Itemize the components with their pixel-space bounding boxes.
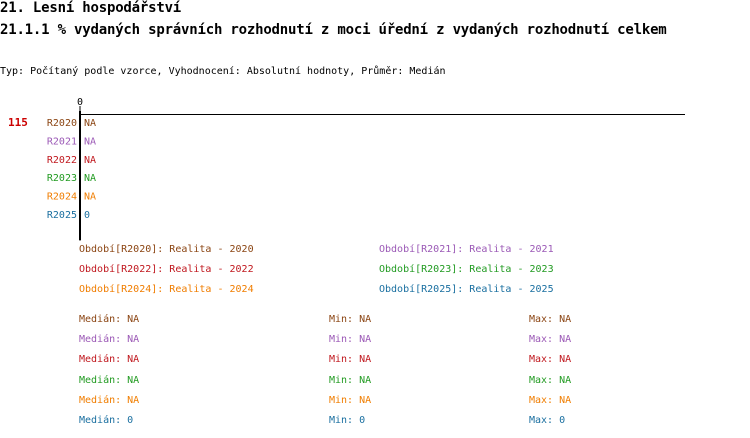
stat-median: Medián: NA <box>79 314 140 325</box>
legend-item: Období[R2020]: Realita - 2020 <box>79 244 254 255</box>
stat-min: Min: NA <box>329 354 372 366</box>
stat-max: Max: NA <box>529 354 572 366</box>
legend-item: Období[R2022]: Realita - 2022 <box>79 264 254 275</box>
type-description: Typ: Počítaný podle vzorce, Vyhodnocení:… <box>0 66 446 77</box>
data-label: NA <box>84 155 96 166</box>
data-label: NA <box>84 173 96 184</box>
x-tick-label: 0 <box>77 97 83 108</box>
category-label: R2025 <box>47 210 77 221</box>
stat-min: Min: NA <box>329 334 372 346</box>
indicator-title: 21.1.1 % vydaných správních rozhodnutí z… <box>0 22 667 38</box>
stat-max: Max: NA <box>529 314 572 325</box>
stat-min: Min: NA <box>329 374 372 386</box>
legend-item: Období[R2025]: Realita - 2025 <box>379 284 554 295</box>
stat-min: Min: NA <box>329 394 372 406</box>
legend-item: Období[R2024]: Realita - 2024 <box>79 284 254 295</box>
stat-max: Max: 0 <box>529 415 566 426</box>
data-label: 0 <box>84 210 90 221</box>
category-label: R2020 <box>47 118 77 129</box>
legend-item: Období[R2023]: Realita - 2023 <box>379 264 554 275</box>
stat-max: Max: NA <box>529 374 572 386</box>
stat-median: Medián: NA <box>79 334 140 346</box>
category-label: R2021 <box>47 136 77 147</box>
stat-max: Max: NA <box>529 394 572 406</box>
data-label: NA <box>84 192 96 203</box>
stat-median: Medián: NA <box>79 374 140 386</box>
category-label: R2024 <box>47 192 77 203</box>
stat-min: Min: NA <box>329 314 372 325</box>
stat-min: Min: 0 <box>329 415 366 426</box>
row-id-label: 115 <box>8 116 28 129</box>
legend-item: Období[R2021]: Realita - 2021 <box>379 244 554 255</box>
stat-max: Max: NA <box>529 334 572 346</box>
category-label: R2022 <box>47 155 77 166</box>
data-label: NA <box>84 136 96 147</box>
stat-median: Medián: NA <box>79 394 140 406</box>
category-label: R2023 <box>47 173 77 184</box>
stat-median: Medián: NA <box>79 354 140 366</box>
data-label: NA <box>84 118 96 129</box>
section-title: 21. Lesní hospodářství <box>0 0 182 16</box>
stat-median: Medián: 0 <box>79 415 134 426</box>
